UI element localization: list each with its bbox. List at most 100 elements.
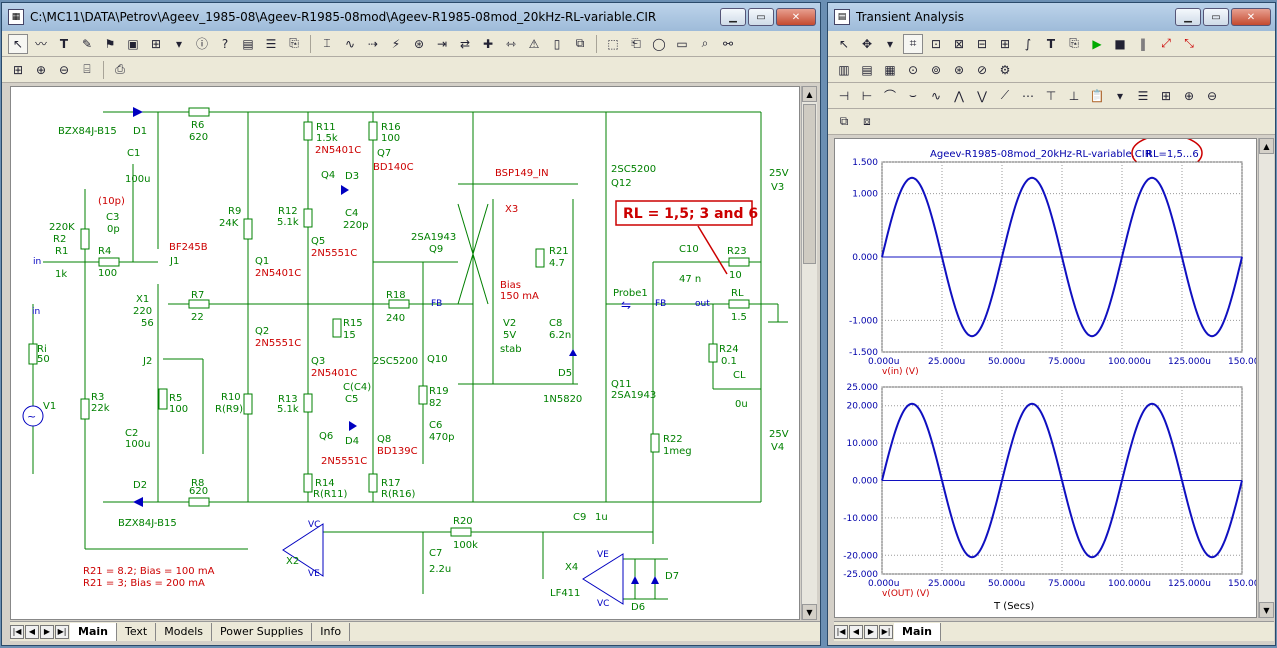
region-icon[interactable]: ⬚ bbox=[607, 36, 619, 51]
plus-icon[interactable]: ✚ bbox=[482, 36, 494, 51]
stepping-icon[interactable]: ⤢ bbox=[1161, 36, 1171, 50]
zoom-in2-icon[interactable]: ⊕ bbox=[1183, 88, 1195, 103]
pin-connect-icon[interactable]: ⇿ bbox=[505, 36, 517, 51]
doc-icon[interactable]: ▭ bbox=[676, 36, 688, 51]
tab-next-icon[interactable]: ▶ bbox=[40, 624, 54, 639]
tag2-icon[interactable]: ⊥ bbox=[1068, 88, 1080, 103]
schematic-vscroll[interactable]: ▲ ▼ bbox=[801, 86, 817, 620]
numeric-icon[interactable]: ▦ bbox=[884, 62, 896, 77]
inflection-icon[interactable]: ∿ bbox=[930, 88, 942, 103]
scroll-thumb[interactable] bbox=[803, 104, 816, 264]
plot-vscroll[interactable]: ▲ ▼ bbox=[1258, 138, 1274, 618]
current-icon[interactable]: ⇢ bbox=[367, 36, 379, 51]
tokens-icon[interactable]: ⊞ bbox=[999, 36, 1011, 51]
properties-icon[interactable]: ⎘ bbox=[289, 36, 299, 50]
wire-mode-icon[interactable]: 〰 bbox=[34, 37, 47, 51]
pan-icon[interactable]: ✥ bbox=[861, 36, 873, 51]
tab-last-icon[interactable]: ▶| bbox=[55, 624, 69, 639]
properties2-icon[interactable]: ⎘ bbox=[1069, 36, 1079, 50]
info-icon[interactable]: ⓘ bbox=[195, 37, 208, 51]
scroll-down-icon[interactable]: ▼ bbox=[802, 604, 817, 620]
minimize-button[interactable]: ▁ bbox=[720, 8, 746, 26]
optimize-icon[interactable]: ⤡ bbox=[1184, 36, 1194, 50]
copy-icon[interactable]: ⎗ bbox=[631, 36, 641, 50]
run-icon[interactable]: ▶ bbox=[1092, 36, 1102, 51]
stop2-icon[interactable]: ■ bbox=[1114, 36, 1126, 51]
zoom-in-icon[interactable]: ⊕ bbox=[35, 62, 47, 77]
low-icon[interactable]: ⌣ bbox=[909, 88, 917, 102]
global-low-icon[interactable]: ⋁ bbox=[977, 88, 987, 103]
print-icon[interactable]: ⎙ bbox=[115, 62, 125, 76]
plot-tab-prev-icon[interactable]: ◀ bbox=[849, 624, 863, 639]
plot-scroll-down-icon[interactable]: ▼ bbox=[1259, 602, 1274, 618]
clipboard-icon[interactable]: 📋 bbox=[1089, 88, 1105, 103]
transient-maximize-button[interactable]: ▭ bbox=[1203, 8, 1229, 26]
valley-icon[interactable]: ⊢ bbox=[861, 88, 873, 103]
grid-toggle-icon[interactable]: ⊞ bbox=[12, 62, 24, 77]
states-icon[interactable]: ⊛ bbox=[413, 36, 425, 51]
select-mode-icon[interactable]: ↖ bbox=[8, 33, 28, 54]
dropdown3-icon[interactable]: ▾ bbox=[1116, 88, 1124, 103]
stop-icon[interactable]: ◯ bbox=[652, 36, 666, 51]
transient-close-button[interactable]: ✕ bbox=[1231, 8, 1271, 26]
tab-models[interactable]: Models bbox=[156, 622, 212, 641]
zoom-fit-icon[interactable]: ⌸ bbox=[83, 62, 91, 76]
grid-icon[interactable]: ▤ bbox=[242, 36, 254, 51]
formula-icon[interactable]: ∫ bbox=[1024, 36, 1032, 51]
voltage-icon[interactable]: ∿ bbox=[344, 36, 356, 51]
tab-main[interactable]: Main bbox=[70, 622, 117, 641]
dropdown2-icon[interactable]: ▾ bbox=[886, 36, 894, 51]
plot-scroll-up-icon[interactable]: ▲ bbox=[1259, 138, 1274, 154]
zoom-out-icon[interactable]: ⊖ bbox=[58, 62, 70, 77]
fit-icon[interactable]: ⊞ bbox=[1160, 88, 1172, 103]
plot-tab-next-icon[interactable]: ▶ bbox=[864, 624, 878, 639]
binoculars-icon[interactable]: ⚯ bbox=[722, 36, 734, 51]
tab-prev-icon[interactable]: ◀ bbox=[25, 624, 39, 639]
attribute-icon[interactable]: ☰ bbox=[265, 36, 277, 51]
scale-box-icon[interactable]: ⊡ bbox=[930, 36, 942, 51]
help-icon[interactable]: ? bbox=[221, 36, 229, 51]
limits-icon[interactable]: ▥ bbox=[838, 62, 850, 77]
slope-icon[interactable]: ⟋ bbox=[1000, 88, 1010, 102]
close-button[interactable]: ✕ bbox=[776, 8, 816, 26]
tab-text[interactable]: Text bbox=[117, 622, 157, 641]
settings-icon[interactable]: ⚙ bbox=[999, 62, 1011, 77]
stack-icon[interactable]: ⧉ bbox=[839, 114, 849, 128]
find-icon[interactable]: ⌕ bbox=[701, 36, 709, 50]
page-icon[interactable]: ▯ bbox=[553, 36, 561, 51]
transient-minimize-button[interactable]: ▁ bbox=[1175, 8, 1201, 26]
tab-first-icon[interactable]: |◀ bbox=[10, 624, 24, 639]
plot-canvas[interactable]: Ageev-R1985-08mod_20kHz-RL-variable.CIR … bbox=[834, 138, 1257, 618]
node-numbers-icon[interactable]: ⌶ bbox=[323, 36, 331, 50]
peak-icon[interactable]: ⊣ bbox=[838, 88, 850, 103]
select-icon[interactable]: ↖ bbox=[838, 36, 850, 51]
text-mode-icon[interactable]: T bbox=[59, 36, 69, 51]
maximize-button[interactable]: ▭ bbox=[748, 8, 774, 26]
plot-tab-main[interactable]: Main bbox=[894, 622, 941, 641]
warning-icon[interactable]: ⚠ bbox=[528, 36, 540, 51]
zoom-icon-4[interactable]: ⊘ bbox=[976, 62, 988, 77]
unstack-icon[interactable]: ⧈ bbox=[863, 114, 871, 128]
tab-power-supplies[interactable]: Power Supplies bbox=[212, 622, 313, 641]
flag-icon[interactable]: ⚑ bbox=[104, 36, 116, 51]
cursor-icon[interactable]: ⊠ bbox=[953, 36, 965, 51]
tag-icon[interactable]: ⊤ bbox=[1045, 88, 1057, 103]
pause-icon[interactable]: ‖ bbox=[1140, 36, 1146, 51]
power-icon[interactable]: ⚡ bbox=[391, 36, 401, 51]
draw-line-icon[interactable]: ✎ bbox=[81, 36, 93, 51]
scale-icon[interactable]: ⌗ bbox=[903, 33, 923, 54]
bus-icon[interactable]: ⊞ bbox=[150, 36, 162, 51]
probe-icon[interactable]: ⇄ bbox=[459, 36, 471, 51]
table-icon[interactable]: ▤ bbox=[861, 62, 873, 77]
global-high-icon[interactable]: ⋀ bbox=[954, 88, 964, 103]
zoom-out2-icon[interactable]: ⊖ bbox=[1206, 88, 1218, 103]
plot-tab-last-icon[interactable]: ▶| bbox=[879, 624, 893, 639]
list-icon[interactable]: ☰ bbox=[1137, 88, 1149, 103]
pins-icon[interactable]: ⇥ bbox=[436, 36, 448, 51]
zoom-icon-1[interactable]: ⊙ bbox=[907, 62, 919, 77]
high-icon[interactable]: ⌒ bbox=[883, 89, 896, 103]
layers-icon[interactable]: ⧉ bbox=[575, 36, 585, 50]
tab-info[interactable]: Info bbox=[312, 622, 351, 641]
schematic-canvas[interactable]: ~ ⇋ BZX84J-B15 D1 R6 620 C1 100u R2 220K… bbox=[10, 86, 800, 620]
point-icon[interactable]: ⋯ bbox=[1022, 88, 1034, 103]
